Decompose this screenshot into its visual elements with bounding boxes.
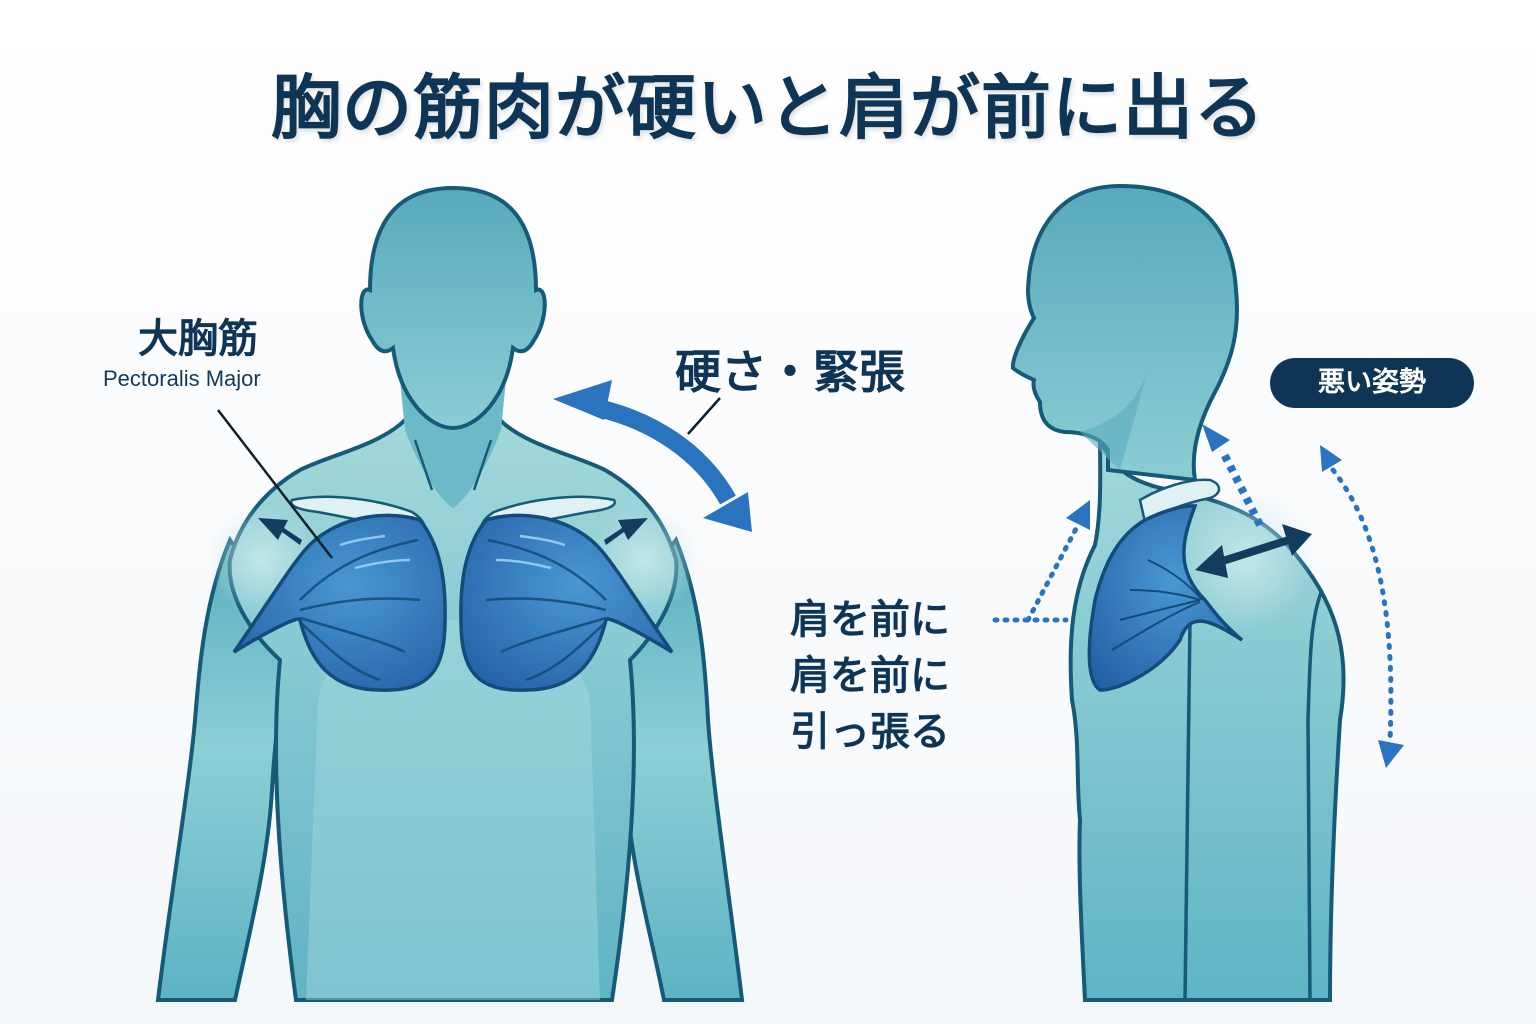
pull-label-line: 肩を前に: [790, 597, 950, 643]
neck-dashed-arrow-icon: [1202, 424, 1264, 527]
bad-posture-badge: 悪い姿勢: [1270, 358, 1474, 408]
forward-dotted-arrow-icon: [992, 500, 1090, 623]
front-figure: [155, 185, 745, 1002]
page-title: 胸の筋肉が硬いと肩が前に出る: [271, 67, 1265, 149]
shoulder-forward-arrows: [258, 518, 648, 545]
shoulder-double-arrow-icon: [1195, 524, 1312, 578]
pectoralis-major-muscles: [232, 513, 674, 692]
back-curve-dotted-arrow-icon: [1320, 445, 1404, 768]
tension-label: 硬さ・緊張: [675, 345, 905, 399]
side-pectoral-muscle: [1087, 504, 1244, 692]
pull-label-line: 引っ張る: [790, 709, 950, 755]
muscle-leader-line: [217, 409, 333, 559]
pull-label-line: 肩を前に: [790, 653, 950, 699]
muscle-label-jp: 大胸筋: [138, 316, 258, 362]
muscle-label-en: Pectoralis Major: [103, 366, 261, 391]
pull-forward-label: 肩を前に 肩を前に 引っ張る: [790, 592, 950, 760]
tension-curved-arrow-icon: [553, 380, 752, 532]
side-figure: [992, 183, 1404, 1002]
